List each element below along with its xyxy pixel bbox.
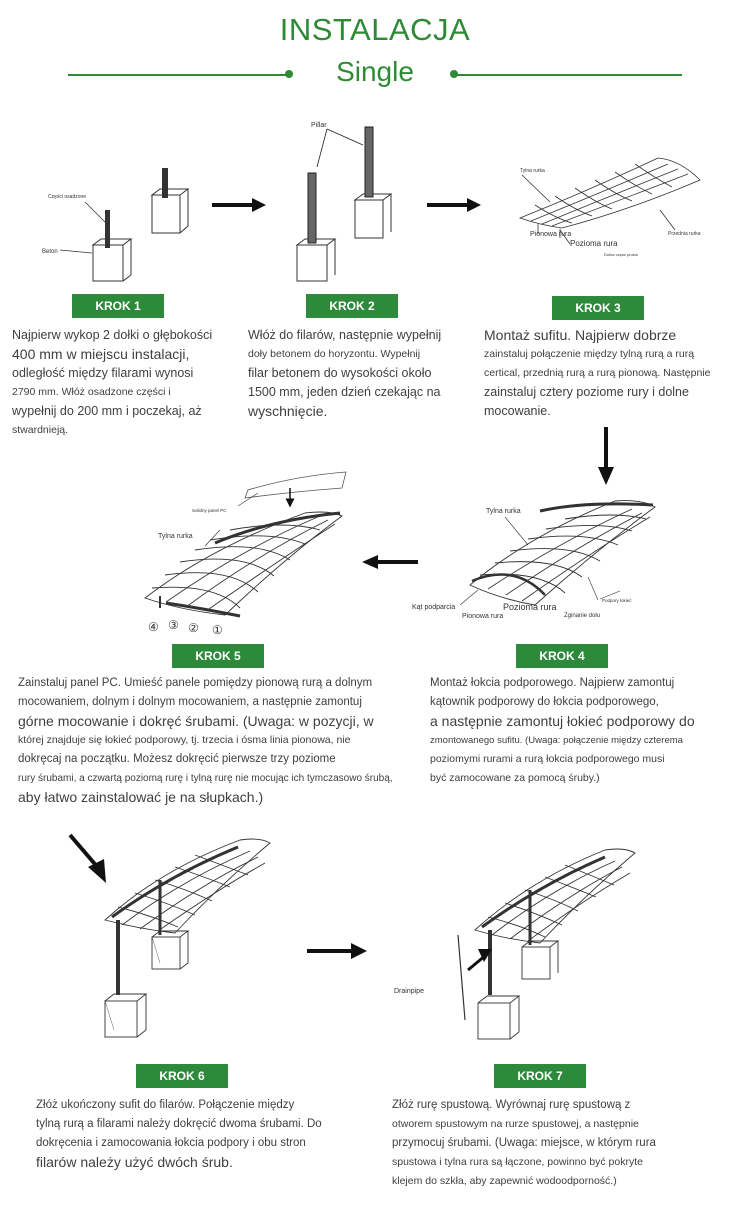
divider-dot-right — [450, 70, 458, 78]
step3-badge: KROK 3 — [552, 296, 644, 320]
step5-line: Zainstaluj panel PC. Umieść panele pomię… — [18, 677, 373, 689]
page-title: INSTALACJA — [279, 12, 471, 47]
label-bottom-part: Dolna część prosto — [604, 252, 639, 257]
step3-line: mocowanie. — [484, 404, 551, 418]
step6-description: Złóż ukończony sufit do filarów. Połącze… — [36, 1096, 322, 1172]
step3-line: Montaż sufitu. Najpierw dobrze — [484, 327, 677, 343]
step5-line: górne mocowanie i dokręć śrubami. (Uwaga… — [18, 713, 374, 729]
step1-line: 2790 mm. Włóż osadzone części i — [12, 386, 171, 398]
label-concrete: Beton — [42, 249, 58, 255]
label-horizontal-tube: Pozioma rura — [570, 239, 618, 248]
label-pillar: Pillar — [311, 122, 327, 129]
step2-line: wyschnięcie. — [248, 403, 328, 419]
step7-badge: KROK 7 — [494, 1064, 586, 1088]
divider-right — [456, 74, 682, 76]
label-solid-pc-panel: Solidny panel PC — [192, 508, 227, 513]
label-vertical-tube: Pionowa rura — [530, 231, 571, 238]
step2-description: Włóż do filarów, następnie wypełnij doły… — [248, 326, 441, 421]
step3-line: zainstaluj połączenie między tylną rurą … — [484, 348, 695, 360]
step1-line: stwardnieją. — [12, 424, 69, 436]
step6-line: Złóż ukończony sufit do filarów. Połącze… — [36, 1099, 295, 1111]
step5-description: Zainstaluj panel PC. Umieść panele pomię… — [18, 674, 393, 807]
step1-line: wypełnij do 200 mm i poczekaj, aż — [12, 404, 202, 418]
label-support-elbow: Podpory łokieć — [602, 598, 632, 603]
label-front-tube: Przednia rurka — [668, 231, 701, 237]
step2-badge: KROK 2 — [306, 294, 398, 318]
step7-line: klejem do szkła, aby zapewnić wodoodporn… — [392, 1175, 617, 1187]
label-circle-4: ④ — [148, 620, 159, 634]
step6-figure — [68, 833, 271, 1038]
arrow-left-icon — [362, 555, 418, 569]
step5-figure: Solidny panel PC Tylna rurka ④ ③ ② ① — [144, 471, 347, 637]
step2-line: filar betonem do wysokości około — [248, 366, 432, 380]
label-drainpipe: Drainpipe — [394, 988, 424, 995]
arrow-right-icon — [307, 943, 367, 959]
label-circle-2: ② — [188, 621, 199, 635]
arrow-right-icon — [427, 198, 481, 212]
step6-badge: KROK 6 — [136, 1064, 228, 1088]
step6-line: dokręcenia i zamocowania łokcia podpory … — [36, 1137, 306, 1149]
label-circle-1: ① — [212, 623, 223, 637]
step4-line: kątownik podporowy do łokcia podporowego… — [430, 696, 659, 708]
step2-line: Włóż do filarów, następnie wypełnij — [248, 328, 442, 342]
label-horizontal-tube: Pozioma rura — [503, 602, 557, 612]
arrow-down-icon — [598, 427, 614, 485]
step2-figure: Pillar — [295, 122, 393, 282]
step1-figure: Części osadzone Beton — [42, 168, 190, 282]
step5-line: rury śrubami, a czwartą poziomą rurę i t… — [18, 773, 393, 784]
step5-line: dokręcaj na początku. Możesz dokręcić pi… — [18, 753, 336, 765]
step1-line: 400 mm w miejscu instalacji, — [12, 346, 190, 362]
step3-line: zainstaluj cztery poziome rury i dolne — [484, 385, 689, 399]
divider-left — [68, 74, 288, 76]
step7-line: Złóż rurę spustową. Wyrównaj rurę spusto… — [392, 1099, 631, 1111]
label-bottom-bend: Zginanie dołu — [564, 613, 600, 619]
step1-description: Najpierw wykop 2 dołki o głębokości 400 … — [12, 326, 212, 440]
step5-line: aby łatwo zainstalować je na słupkach.) — [18, 789, 264, 805]
step4-line: być zamocowane za pomocą śruby.) — [430, 772, 600, 784]
label-support-angle: Kąt podparcia — [412, 604, 455, 611]
step4-line: zmontowanego sufitu. (Uwaga: połączenie … — [430, 735, 683, 746]
step7-figure: Drainpipe — [394, 848, 636, 1040]
step7-description: Złóż rurę spustową. Wyrównaj rurę spusto… — [392, 1096, 656, 1191]
step3-figure: Tylna rurka Pionowa rura Pozioma rura Pr… — [518, 157, 701, 257]
step5-line: mocowaniem, dolnym i dolnym mocowaniem, … — [18, 696, 362, 708]
page-subtitle: Single — [336, 56, 414, 87]
divider-dot-left — [285, 70, 293, 78]
step1-badge: KROK 1 — [72, 294, 164, 318]
step5-line: której znajduje się łokieć podporowy, tj… — [18, 734, 351, 746]
step4-line: a następnie zamontuj łokieć podporowy do — [430, 713, 695, 729]
step4-figure: Tylna rurka Kąt podparcia Pozioma rura P… — [412, 500, 656, 620]
label-back-tube: Tylna rurka — [158, 533, 193, 540]
label-back-tube: Tylna rurka — [486, 508, 521, 515]
step5-badge: KROK 5 — [172, 644, 264, 668]
step3-line: certical, przednią rurą a rurą pionową. … — [484, 367, 711, 379]
label-embedded-parts: Części osadzone — [48, 194, 86, 200]
step6-line: filarów należy użyć dwóch śrub. — [36, 1154, 233, 1170]
step4-line: Montaż łokcia podporowego. Najpierw zamo… — [430, 677, 675, 689]
label-back-tube: Tylna rurka — [520, 168, 545, 174]
step6-line: tylną rurą a filarami należy dokręcić dw… — [36, 1118, 322, 1130]
step7-line: spustowa i tylna rura są łączone, powinn… — [392, 1156, 643, 1168]
step4-line: poziomymi rurami a rurą łokcia podporowe… — [430, 753, 665, 765]
label-circle-3: ③ — [168, 618, 179, 632]
step2-line: 1500 mm, jeden dzień czekając na — [248, 385, 441, 399]
label-vertical-tube: Pionowa rura — [462, 613, 503, 620]
step4-badge: KROK 4 — [516, 644, 608, 668]
step7-line: przymocuj śrubami. (Uwaga: miejsce, w kt… — [392, 1137, 656, 1149]
arrow-right-icon — [212, 198, 266, 212]
step3-description: Montaż sufitu. Najpierw dobrze zainstalu… — [484, 326, 710, 421]
step7-line: otworem spustowym na rurze spustowej, a … — [392, 1118, 639, 1130]
step1-line: odległość między filarami wynosi — [12, 366, 194, 380]
step4-description: Montaż łokcia podporowego. Najpierw zamo… — [430, 674, 695, 788]
step1-line: Najpierw wykop 2 dołki o głębokości — [12, 328, 213, 342]
step2-line: doły betonem do horyzontu. Wypełnij — [248, 348, 421, 360]
